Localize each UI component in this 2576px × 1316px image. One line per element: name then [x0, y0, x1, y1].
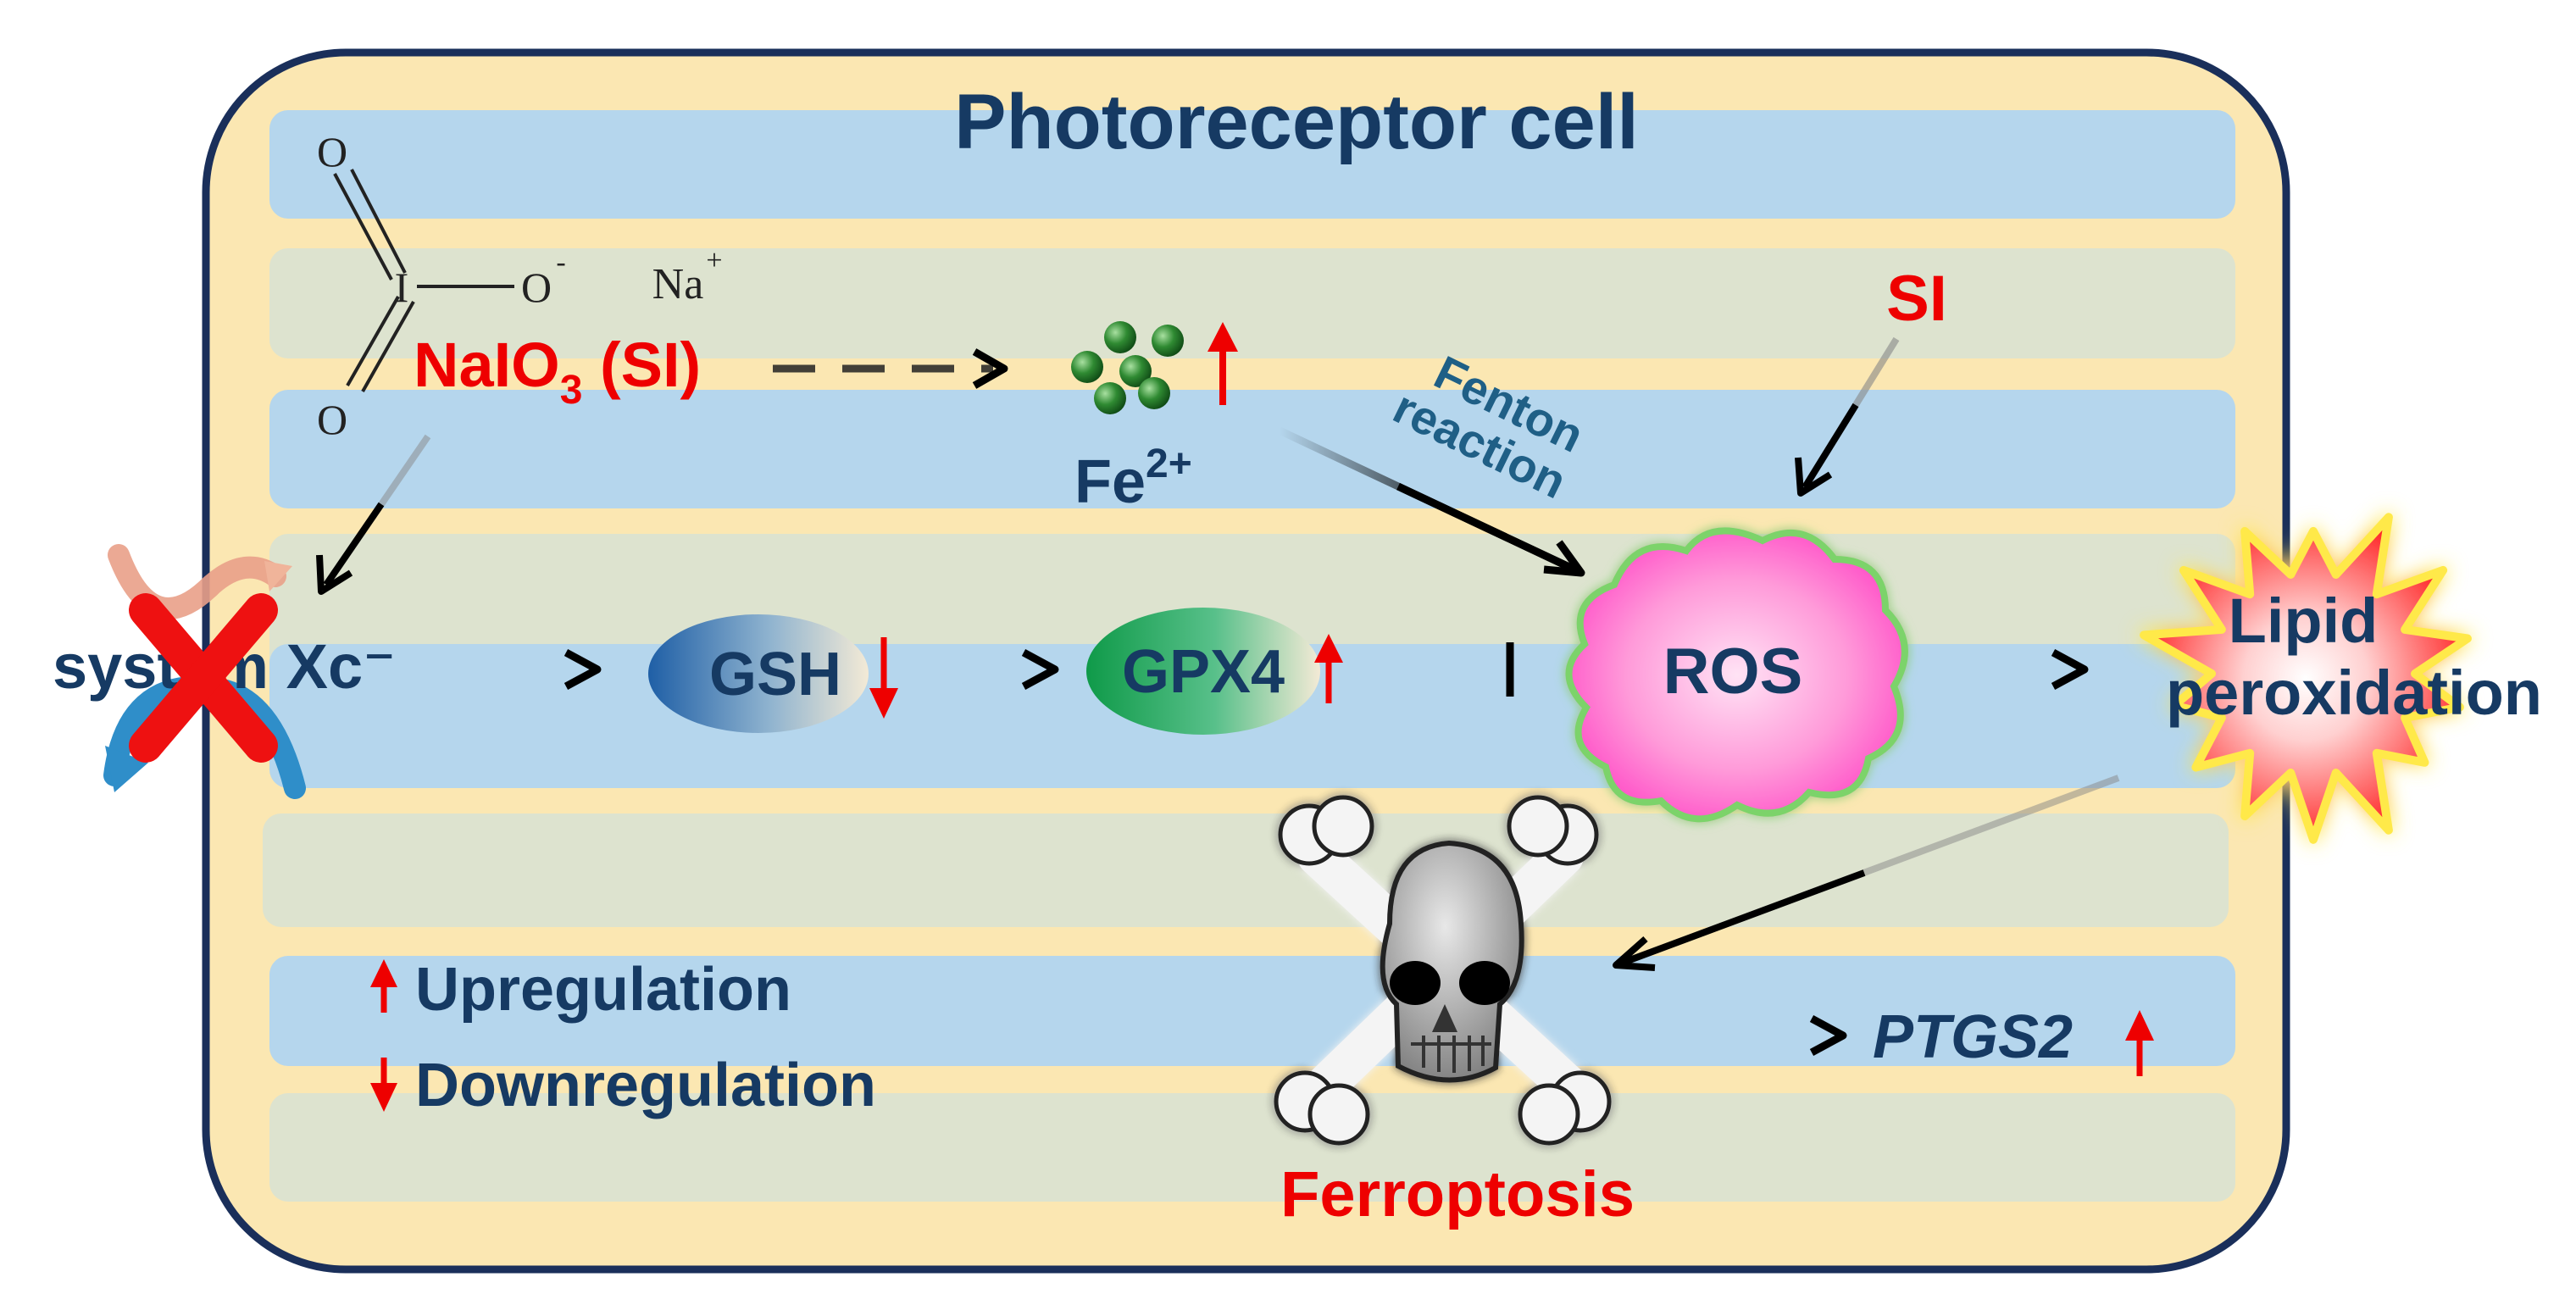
compound-label-tail: (SI) [582, 330, 701, 400]
gsh-to-gpx4-arrow [902, 649, 1059, 690]
legend: Upregulation Downregulation [370, 956, 876, 1119]
compound-to-iron-arrow [773, 348, 1008, 389]
gsh-down-arrow-icon [869, 637, 898, 719]
iron-up-arrow-icon [1208, 322, 1238, 405]
gsh-node [648, 614, 869, 733]
oxygen-top-atom: O [317, 128, 347, 175]
inhibition-x-icon [129, 593, 278, 763]
gpx4-node [1086, 608, 1320, 735]
iron-label: Fe2+ [1074, 441, 1192, 516]
iron-label-main: Fe [1074, 448, 1146, 516]
oxygen-right-atom: O [521, 264, 552, 311]
sodium-charge: + [706, 245, 722, 276]
compound-label-subscript: 3 [560, 368, 583, 413]
ros-cloud [1565, 527, 1908, 823]
cell-title: Photoreceptor cell [954, 79, 1639, 165]
iron-to-ros-arrow [1278, 426, 1585, 577]
compound-to-transporter-arrow [316, 434, 431, 595]
sodium-atom: Na [652, 260, 704, 308]
legend-up-arrow-icon [370, 959, 397, 1013]
sodium-iodate-structure: O I O - O Na + [317, 128, 723, 443]
oxygen-charge: - [556, 247, 565, 278]
gpx4-inhibits-ros-line [1356, 642, 1514, 697]
compound-label-main: NaIO [414, 330, 560, 400]
legend-up-label: Upregulation [415, 956, 791, 1024]
si-label: SI [1886, 263, 1947, 335]
transporter-to-gsh-arrow [428, 649, 602, 690]
compound-label: NaIO3 (SI) [414, 330, 701, 413]
ptgs2-up-arrow-icon [2125, 1010, 2154, 1076]
iron-label-superscript: 2+ [1146, 441, 1192, 486]
lipid-peroxidation-burst-icon [2140, 513, 2472, 844]
skull-crossbones-icon [1274, 795, 1612, 1146]
oxygen-bottom-atom: O [317, 396, 347, 443]
si-to-ros-arrow [1795, 336, 1900, 497]
gsh-label: GSH [709, 641, 841, 708]
iodine-atom: I [395, 264, 409, 311]
iron-ions-icon [1071, 321, 1184, 414]
legend-down-arrow-icon [370, 1058, 397, 1112]
ros-label: ROS [1663, 636, 1803, 708]
ptgs2-label: PTGS2 [1873, 1003, 2073, 1071]
legend-down-label: Downregulation [415, 1052, 876, 1119]
ros-to-lipid-arrow [1898, 649, 2089, 690]
lipid-to-ferroptosis-arrow [1613, 775, 2120, 971]
lipid-label-line-1: Lipid [2229, 586, 2379, 656]
lipid-label-line-2: peroxidation [2166, 658, 2542, 728]
gpx4-label: GPX4 [1122, 638, 1285, 706]
ferroptosis-label: Ferroptosis [1280, 1158, 1635, 1230]
ferroptosis-to-ptgs2-arrow [1627, 1015, 1847, 1056]
gpx4-up-arrow-icon [1314, 634, 1343, 703]
